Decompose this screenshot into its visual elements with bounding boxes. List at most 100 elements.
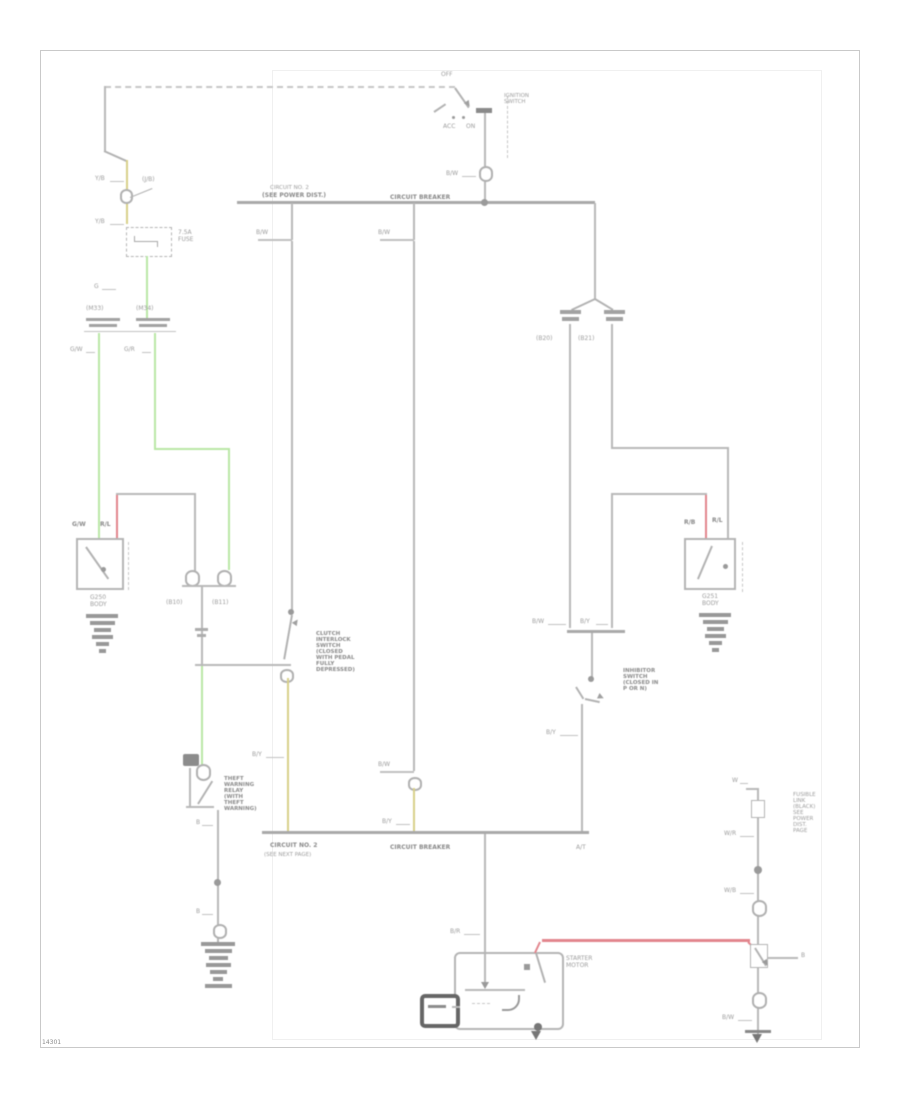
page-number: 14301: [42, 1039, 62, 1046]
left-ground-bar1: [86, 614, 118, 618]
left-ground-bar4: [92, 635, 113, 639]
wire-yellow-center-down: [413, 788, 415, 832]
bus-top-label-a1: CIRCUIT NO. 2: [270, 185, 309, 191]
wire-right-jog-bottom: [611, 493, 707, 495]
clutch-switch-arrow: [291, 617, 301, 627]
ignition-box-label: IGNITION SWITCH: [504, 93, 530, 105]
wire-mid-left-down: [201, 587, 203, 665]
terminal-label-left2: R/L: [100, 521, 111, 528]
starter-lug-bar: [428, 1005, 446, 1008]
wire-red-battery-cable: [542, 939, 750, 942]
wire-red-left-comp: [116, 495, 118, 540]
wire-center-column-upper: [413, 203, 415, 240]
wire-label-bw2: B/W: [378, 229, 391, 236]
connector-m34-bar1: [136, 318, 170, 321]
ignition-on-label: ON: [466, 123, 476, 130]
callout-jb: (J/B): [142, 176, 155, 183]
connector-b21-bar1: [604, 310, 625, 314]
connector-label-b10: (B10): [166, 599, 183, 606]
left-ground-label: G250 BODY: [90, 594, 107, 608]
right-ground-bar5: [709, 641, 722, 645]
wire-gray-left-loop-top: [116, 493, 196, 495]
battery-side-label: B: [801, 952, 806, 959]
left-ground-bar2: [90, 621, 115, 625]
fuse-label: 7.5A FUSE: [178, 229, 194, 243]
connector-label-b20: (B20): [536, 335, 553, 342]
tick-yb1: [110, 181, 124, 182]
wire-right-comp-terminal-r: [727, 449, 729, 540]
ignition-pos-dot2: [462, 116, 465, 119]
right-ground-bar3: [707, 627, 724, 631]
clutch-switch-label: CLUTCH INTERLOCK SWITCH (CLOSED WITH PED…: [316, 631, 355, 673]
bus-bottom-label-a2: (SEE NEXT PAGE): [264, 852, 312, 858]
left-door-switch-contact: [101, 567, 106, 572]
left-ground-bar3: [94, 628, 111, 632]
left-door-switch-bracket: [128, 542, 129, 590]
wire-inhibitor-down: [581, 704, 583, 832]
starter-square-dot: [524, 964, 530, 970]
wire-yellow-clutch-down: [287, 678, 289, 831]
bus-top-label-b: CIRCUIT BREAKER: [390, 194, 451, 201]
wire-clutch-column-main: [291, 241, 293, 611]
wire-label-b-sm1: B: [196, 819, 201, 826]
relay-base-bar: [186, 806, 214, 808]
wire-label-yb1: Y/B: [95, 175, 105, 182]
wire-label-br1: B/R: [450, 928, 461, 935]
connector-m33-bar2: [89, 324, 117, 327]
tick-bw3: [380, 771, 414, 773]
wire-label-bw3: B/W: [378, 761, 391, 768]
fusible-link-symbol: [751, 800, 765, 818]
relay-blade: [197, 780, 214, 805]
starter-inner-wire: [484, 954, 486, 984]
connector-pair-baseline: [84, 331, 176, 332]
relay-cap-connector: [183, 754, 199, 766]
terminal-label-right2: R/L: [712, 517, 723, 524]
connector-above-relay: [196, 764, 211, 781]
connector-b20-bar1: [560, 310, 581, 314]
right-ground-label: G251 BODY: [702, 593, 719, 607]
callout-jb-leader: [129, 188, 153, 198]
bl-ground-bar5: [210, 970, 227, 974]
right-door-switch-contact: [723, 564, 728, 569]
wire-gray-left-loop-down: [194, 493, 196, 571]
fuse-box: [126, 227, 172, 257]
wire-right-jog-top: [611, 447, 729, 449]
wire-junction-horizontal: [195, 664, 291, 666]
connector-label-m33: (M33): [86, 305, 104, 312]
wire-label-by2: B/Y: [382, 818, 392, 825]
bus-top-label-a2: (SEE POWER DIST.): [262, 192, 327, 199]
terminal-label-left1: G/W: [72, 521, 86, 528]
wire-center-column-main: [413, 241, 415, 771]
connector-ignition: [479, 166, 493, 182]
wire-label-bw1: B/W: [256, 229, 269, 236]
wire-green-to-relay: [201, 666, 203, 766]
wire-label-pair-r: B/Y: [580, 618, 590, 625]
connector-pair-bar: [182, 585, 236, 587]
left-door-switch-box: [76, 538, 124, 590]
connector-bl: [213, 924, 227, 939]
connector-m34-bar2: [139, 324, 167, 327]
junction-dot-bl: [214, 879, 221, 886]
wire-green-down-to-connector: [228, 448, 230, 570]
starter-bottom-dot: [534, 1023, 542, 1031]
inline-connector-chevron2: [197, 634, 206, 637]
connector-m33-bar1: [86, 318, 120, 321]
wire-right-pair-right-upper: [611, 324, 613, 447]
starter-cable-lug: [420, 994, 460, 1028]
connector-center-bottom: [408, 777, 422, 791]
wire-right-pair-right-lower: [611, 493, 613, 628]
faint-inner-frame: [272, 70, 822, 1040]
connector-label-b11: (B11): [212, 599, 229, 606]
wire-label-g1: G: [94, 283, 99, 290]
starter-ground-arrow: [531, 1031, 541, 1040]
ignition-acc-tick: [433, 103, 447, 113]
starter-label: STARTER MOTOR: [566, 955, 593, 969]
relay-label: THEFT WARNING RELAY (WITH THEFT WARNING): [224, 776, 257, 812]
starter-motor-box: [454, 952, 564, 1030]
ignition-acc-label: ACC: [443, 123, 456, 130]
fuse-element-hook-l: [134, 236, 135, 242]
tick-b-sm2: [202, 914, 213, 915]
tick-bw2: [380, 239, 414, 241]
bl-ground-bar7: [205, 984, 232, 988]
